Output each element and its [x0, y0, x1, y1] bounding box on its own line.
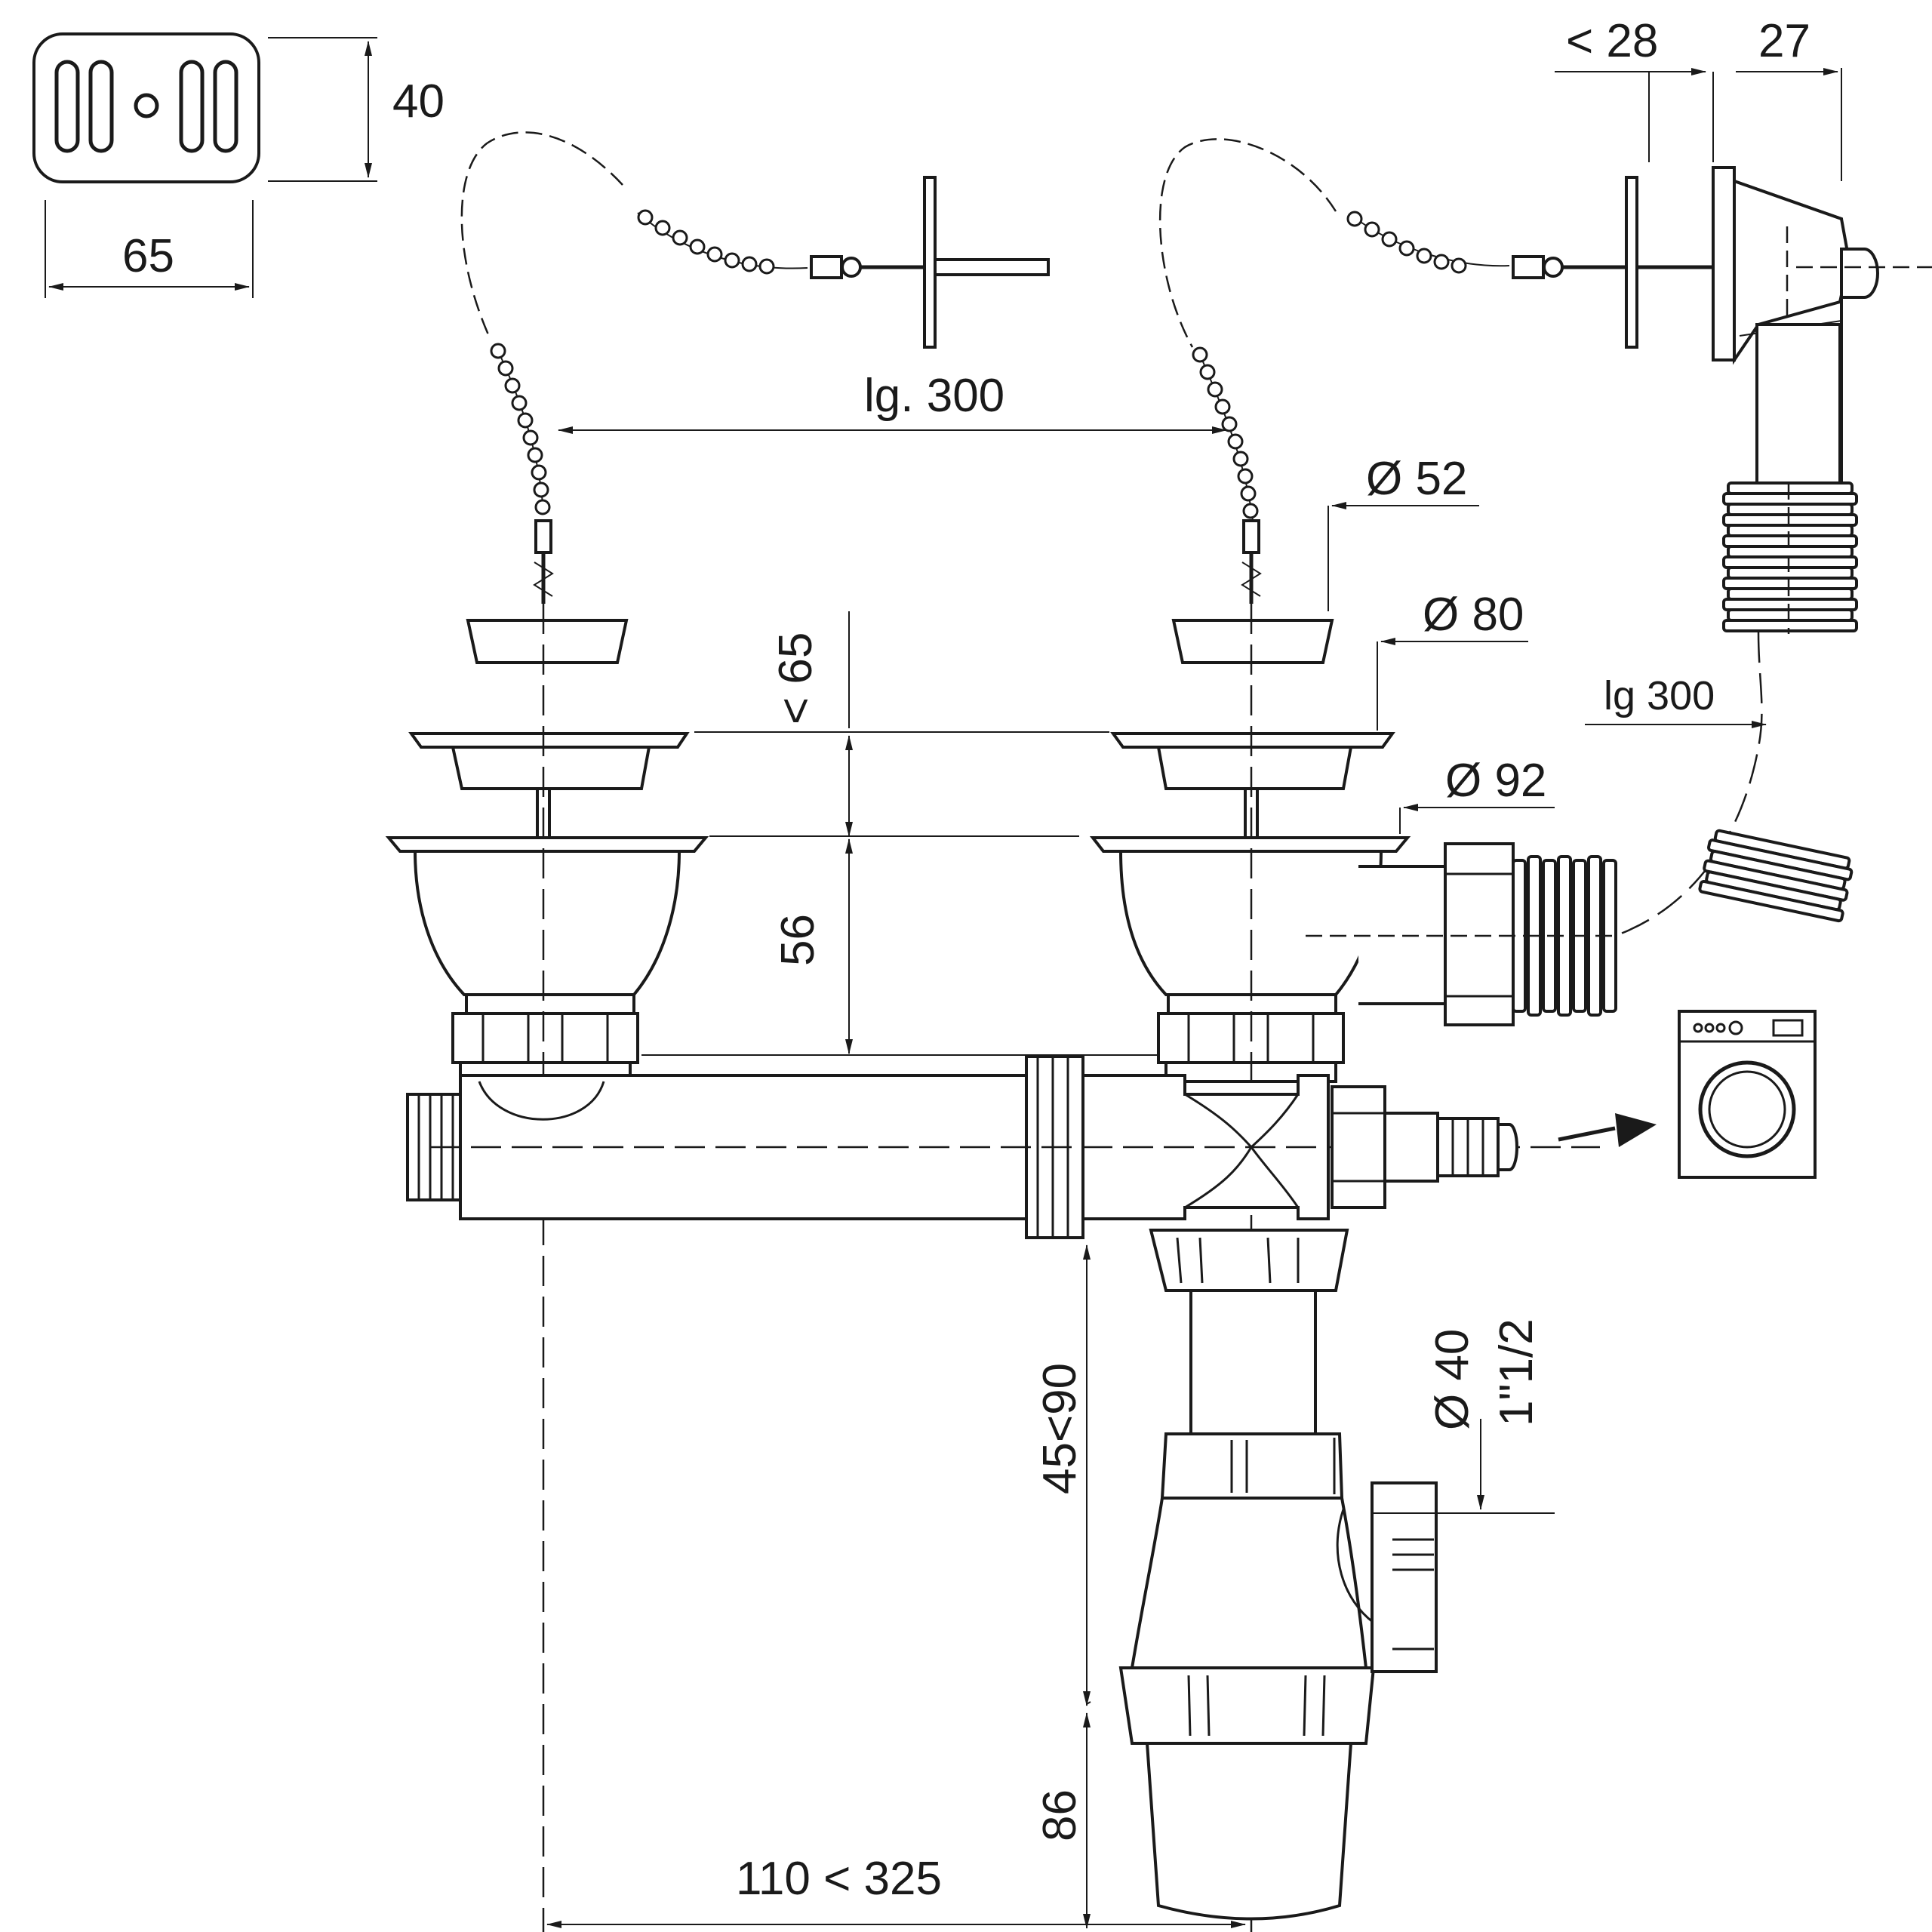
drop-height-label: 45<90: [1034, 1363, 1086, 1494]
overflow-depth-label: 27: [1758, 15, 1810, 67]
left-strainer-basket: [385, 732, 709, 1083]
grid-height-label: 40: [392, 75, 445, 128]
connecting-pipe: [406, 1055, 1600, 1239]
plug-diameter-label: Ø 52: [1366, 453, 1467, 505]
appliance-outlet: [1331, 1085, 1518, 1209]
strainer-diameter-dimension: Ø 80: [1377, 589, 1528, 731]
basket-height-dimension: 56: [641, 835, 1158, 1056]
basket-diameter-dimension: Ø 92: [1399, 755, 1555, 834]
grid-height-dimension: 40: [268, 37, 445, 182]
overflow-outlet: [1712, 166, 1932, 485]
trap-thread-label: 1"1/2: [1491, 1318, 1543, 1426]
bottle-trap: [1118, 1229, 1438, 1921]
plug-diameter-dimension: Ø 52: [1327, 453, 1479, 611]
overflow-offset-dimension: < 28: [1555, 15, 1714, 162]
trap-diameter-dimension: Ø 40 1"1/2: [1374, 1318, 1555, 1514]
overflow-depth-dimension: 27: [1736, 15, 1842, 181]
left-plug-chain: [460, 131, 629, 664]
arrow-right-icon: [1558, 1113, 1657, 1147]
grid-width-dimension: 65: [45, 200, 254, 298]
trap-height-label: 86: [1034, 1789, 1086, 1841]
hose-length-label: lg 300: [1604, 673, 1715, 718]
strainer-height-label: < 65: [770, 632, 822, 724]
basket-height-label: 56: [772, 914, 824, 966]
drop-height-dimension: 45<90: [1034, 1244, 1091, 1706]
left-chain-anchor: [637, 176, 1050, 349]
overflow-connector: [1306, 842, 1617, 1026]
right-plug-chain: [1158, 138, 1337, 664]
washing-machine-icon: [1678, 1010, 1817, 1179]
overflow-hose: [1614, 481, 1858, 937]
strainer-height-dimension: < 65: [694, 611, 1109, 837]
basket-diameter-label: Ø 92: [1445, 755, 1546, 807]
chain-length-label: lg. 300: [864, 370, 1004, 422]
strainer-diameter-label: Ø 80: [1423, 589, 1524, 641]
chain-length-dimension: lg. 300: [558, 370, 1227, 434]
hose-length-dimension: lg 300: [1585, 673, 1767, 728]
grid-width-label: 65: [122, 230, 174, 282]
trap-height-dimension: 86: [1034, 1712, 1091, 1929]
overflow-offset-label: < 28: [1566, 15, 1658, 67]
bowl-spacing-label: 110 < 325: [736, 1853, 942, 1905]
right-chain-anchor: [1346, 176, 1717, 349]
trap-diameter-label: Ø 40: [1426, 1329, 1478, 1430]
drain-grid: [32, 32, 260, 183]
bowl-spacing-dimension: 110 < 325: [546, 1701, 1246, 1928]
